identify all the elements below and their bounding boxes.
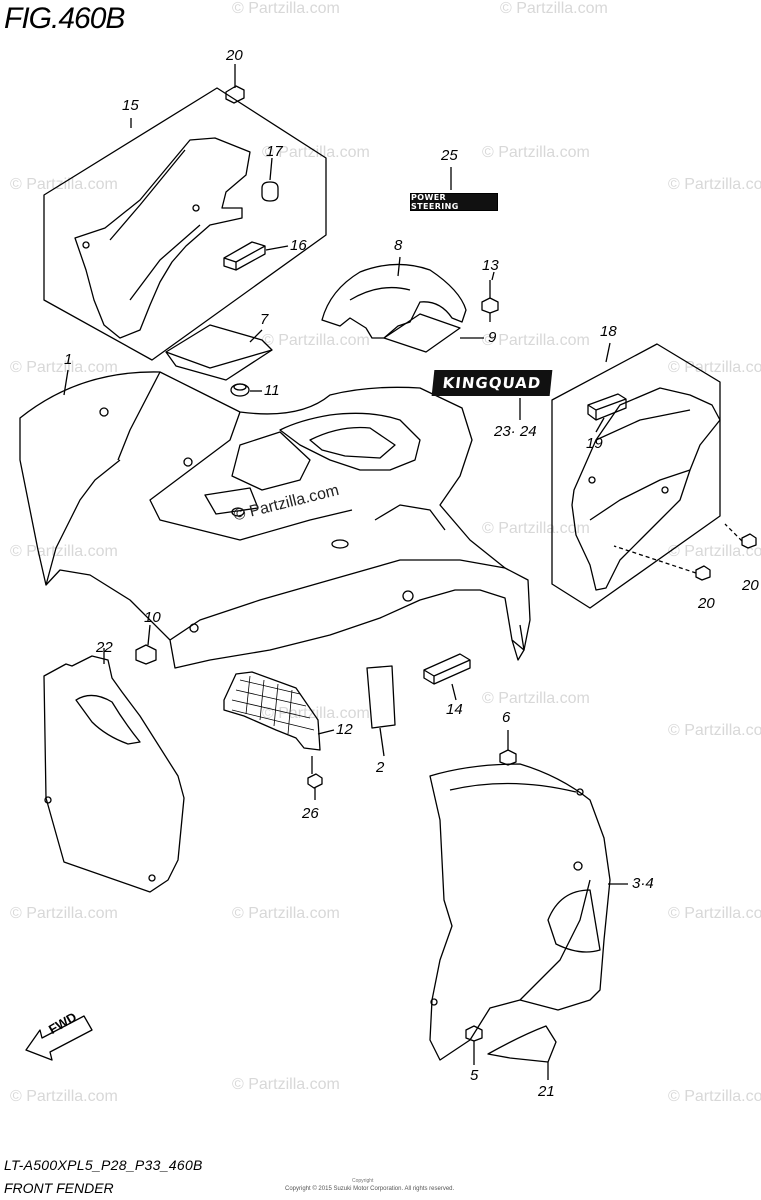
callout-1[interactable]: 1	[64, 351, 73, 368]
callout-13[interactable]: 13	[482, 257, 499, 274]
callout-21[interactable]: 21	[538, 1083, 555, 1100]
watermark: © Partzilla.com	[232, 0, 340, 17]
part-10-bolt	[135, 644, 157, 665]
callout-12[interactable]: 12	[336, 721, 353, 738]
watermark: © Partzilla.com	[482, 690, 590, 707]
callout-19[interactable]: 19	[586, 435, 603, 452]
watermark: © Partzilla.com	[262, 332, 370, 349]
callout-26[interactable]: 26	[302, 805, 319, 822]
watermark: © Partzilla.com	[482, 332, 590, 349]
callout-6[interactable]: 6	[502, 709, 511, 726]
watermark: © Partzilla.com	[668, 905, 761, 922]
copyright-notice: Copyright © 2015 Suzuki Motor Corporatio…	[285, 1186, 455, 1192]
part-9-pad	[383, 313, 461, 353]
watermark: © Partzilla.com	[668, 359, 761, 376]
group-box-15	[43, 87, 327, 361]
callout-16[interactable]: 16	[290, 237, 307, 254]
callout-18[interactable]: 18	[600, 323, 617, 340]
part-1-front-fender	[19, 371, 531, 669]
callout-2[interactable]: 2	[376, 759, 385, 776]
watermark: © Partzilla.com	[232, 1076, 340, 1093]
part-16-pad	[223, 241, 266, 271]
callout-3-4[interactable]: 3·4	[632, 875, 654, 892]
part-20-bolt	[695, 565, 711, 581]
part-13-bolt	[481, 297, 499, 314]
callout-22[interactable]: 22	[96, 639, 113, 656]
watermark: © Partzilla.com	[482, 520, 590, 537]
part-19-pad	[587, 393, 627, 421]
callout-10[interactable]: 10	[144, 609, 161, 626]
watermark: © Partzilla.com	[262, 144, 370, 161]
figure-code: LT-A500XPL5_P28_P33_460B	[4, 1157, 203, 1173]
callout-11[interactable]: 11	[264, 382, 280, 399]
callout-9[interactable]: 9	[488, 329, 497, 346]
watermark: © Partzilla.com	[500, 0, 608, 17]
watermark: © Partzilla.com	[668, 543, 761, 560]
part-22-shield	[43, 655, 185, 893]
part-20-bolt	[225, 85, 245, 104]
watermark: © Partzilla.com	[668, 176, 761, 193]
fwd-arrow-icon	[25, 1015, 93, 1061]
callout-17[interactable]: 17	[266, 143, 283, 160]
kingquad-decal: KINGQUAD	[431, 370, 553, 396]
part-14-pad	[423, 653, 471, 685]
copyright-mark: Copyright	[352, 1178, 374, 1184]
part-21-pad	[487, 1025, 557, 1063]
figure-name: FRONT FENDER	[4, 1180, 114, 1196]
power-steering-decal: POWER STEERING	[410, 193, 498, 211]
callout-20[interactable]: 20	[698, 595, 715, 612]
part-2-pad	[366, 665, 396, 729]
part-7-pad	[165, 324, 273, 381]
part-8-cover	[321, 263, 467, 339]
callout-20[interactable]: 20	[226, 47, 243, 64]
callout-7[interactable]: 7	[260, 311, 269, 328]
part-15-cover	[74, 137, 251, 339]
watermark: © Partzilla.com	[232, 905, 340, 922]
watermark: © Partzilla.com	[262, 705, 370, 722]
callout-8[interactable]: 8	[394, 237, 403, 254]
callout-20[interactable]: 20	[742, 577, 759, 594]
callout-14[interactable]: 14	[446, 701, 463, 718]
watermark: © Partzilla.com	[668, 722, 761, 739]
watermark: © Partzilla.com	[10, 1088, 118, 1105]
part-17-grommet	[261, 181, 279, 202]
callout-5[interactable]: 5	[470, 1067, 479, 1084]
callout-23-24[interactable]: 23· 24	[494, 423, 537, 440]
watermark: © Partzilla.com	[10, 176, 118, 193]
watermark: © Partzilla.com	[668, 1088, 761, 1105]
part-18-cover	[571, 387, 721, 591]
group-box-18	[551, 343, 721, 609]
callout-15[interactable]: 15	[122, 97, 139, 114]
part-12-grille	[223, 671, 321, 751]
watermark: © Partzilla.com	[10, 905, 118, 922]
part-5-bolt	[465, 1025, 483, 1042]
part-6-bolt	[499, 749, 517, 766]
part-26-screw	[307, 773, 323, 789]
part-3-4-inner-fender	[429, 763, 611, 1061]
callout-25[interactable]: 25	[441, 147, 458, 164]
part-20-bolt	[741, 533, 757, 549]
watermark: © Partzilla.com	[482, 144, 590, 161]
figure-title: FIG.460B	[4, 2, 125, 35]
watermark: © Partzilla.com	[10, 359, 118, 376]
